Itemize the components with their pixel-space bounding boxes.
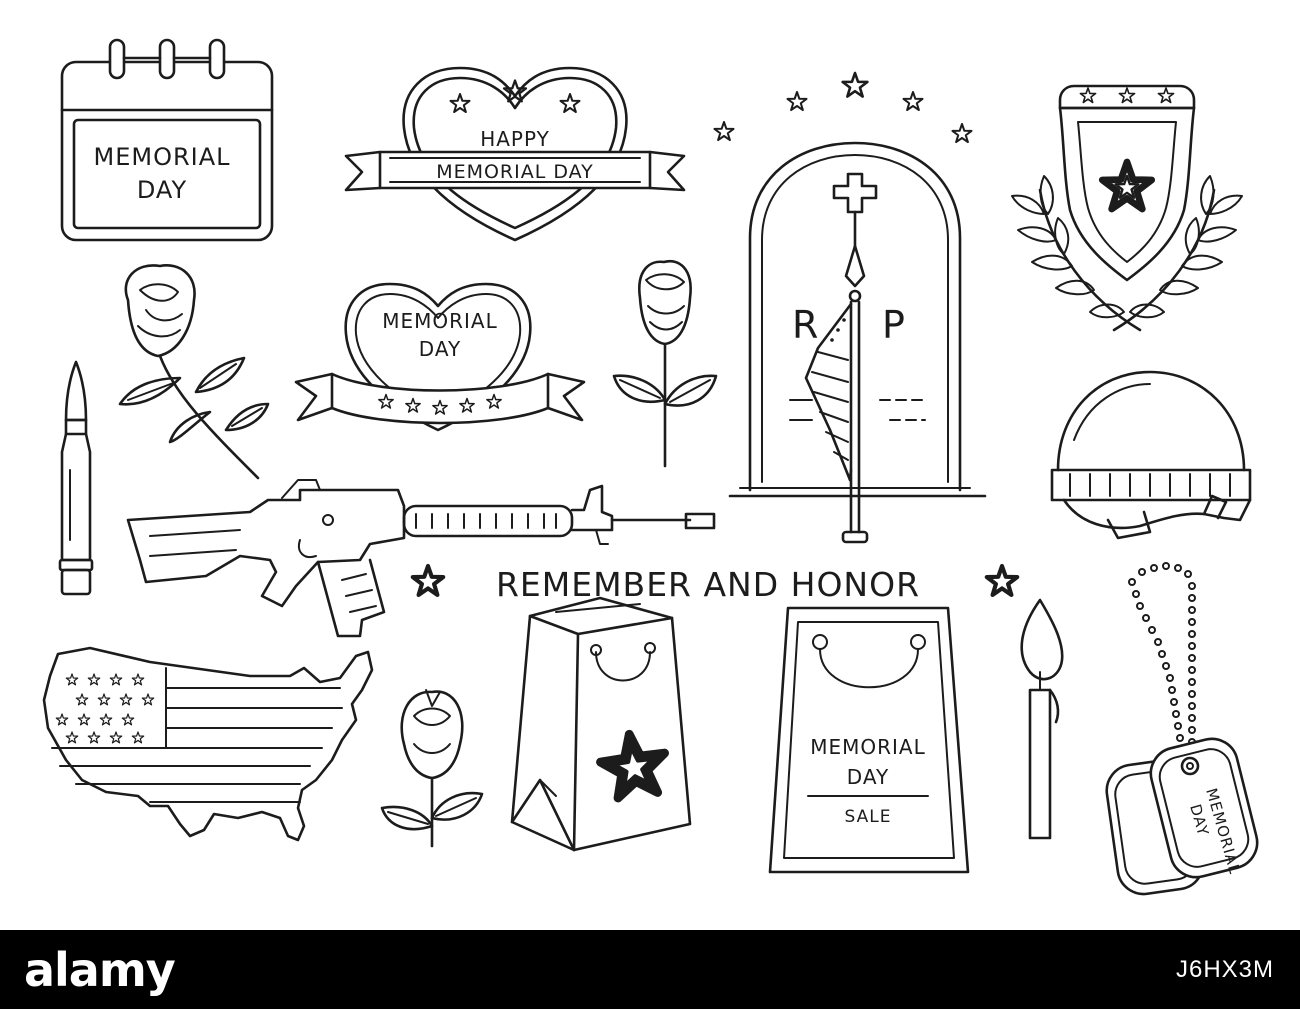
usa-map-flag-icon: [42, 646, 374, 842]
rose-icon-small: [380, 689, 484, 848]
bag-text-line1: MEMORIAL: [810, 735, 926, 759]
ball-chain: [1128, 562, 1196, 758]
memorial-day-icon-set: MEMORIAL DAY HAPPY MEMORIAL DAY R P: [42, 38, 1259, 896]
rose-icon-middle: [612, 259, 718, 468]
heart-mid-text-line1: MEMORIAL: [382, 309, 498, 333]
cross-flag-pole-icon: [804, 172, 878, 544]
heart-top-text-line2: MEMORIAL DAY: [436, 161, 594, 183]
bag-text-sale: SALE: [845, 807, 892, 827]
stock-image-id: J6HX3M: [1175, 956, 1274, 983]
heart-top-text-line1: HAPPY: [480, 127, 550, 151]
calendar-text-line1: MEMORIAL: [93, 143, 230, 171]
calendar-icon: MEMORIAL DAY: [60, 38, 274, 242]
banner-text: REMEMBER AND HONOR: [496, 565, 920, 604]
heart-badge-memorial-day: MEMORIAL DAY: [294, 282, 586, 432]
rifle-icon: [126, 479, 716, 638]
helmet-icon: [1050, 370, 1252, 540]
dog-tags-icon: MEMORIAL DAY: [1105, 562, 1259, 896]
heart-mid-text-line2: DAY: [419, 337, 461, 361]
shopping-bag-sale-icon: MEMORIAL DAY SALE: [768, 606, 970, 874]
rose-icon-left: [118, 264, 270, 480]
tombstone-letter-p: P: [882, 303, 905, 347]
stock-footer-bar: alamy J6HX3M: [0, 930, 1300, 1009]
tombstone-letter-r: R: [792, 303, 818, 347]
heart-badge-happy-memorial-day: HAPPY MEMORIAL DAY: [344, 66, 686, 242]
calendar-text-line2: DAY: [137, 176, 187, 204]
bullet-icon: [58, 360, 94, 596]
military-shield-laurel-icon: [1011, 84, 1243, 332]
alamy-logo: alamy: [24, 943, 176, 997]
tombstone-icon: R P: [713, 71, 987, 498]
candle-icon: [1020, 598, 1064, 840]
shopping-bag-star-icon: [510, 596, 692, 852]
remember-and-honor-banner: REMEMBER AND HONOR: [413, 565, 1017, 604]
bag-text-line2: DAY: [847, 765, 889, 789]
